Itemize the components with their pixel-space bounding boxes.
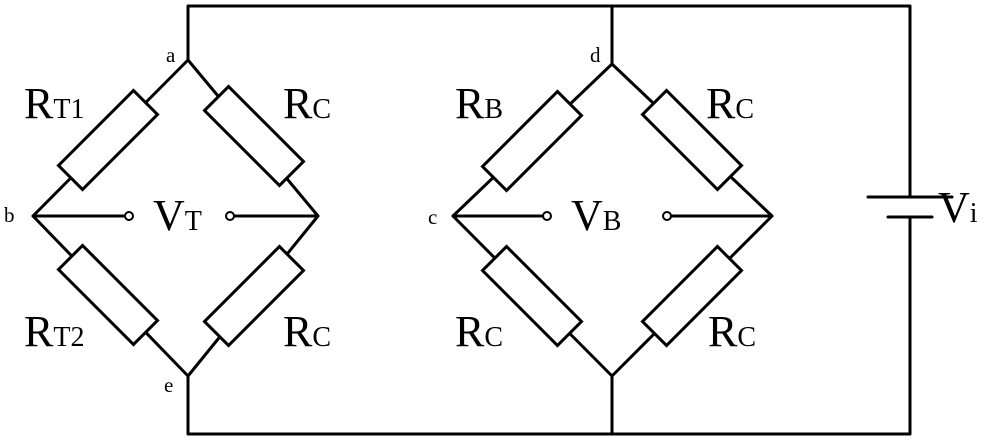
supply-wiring [186, 4, 912, 436]
label-rc-upper-right-2: RC [706, 79, 754, 128]
bottom-supply-wire [186, 215, 912, 436]
resistor-rc-upper-right-2 [640, 88, 744, 192]
node-label-d: d [590, 43, 601, 67]
node-label-a: a [166, 43, 176, 67]
resistor-rc-upper-right-1 [202, 84, 306, 188]
top-supply-wire [186, 4, 912, 199]
resistor-rb [480, 89, 584, 193]
label-rt1: RT1 [24, 79, 84, 128]
resistor-rc-lower-left-2 [480, 244, 584, 348]
label-vt: VT [153, 191, 202, 240]
label-rc-lower-right-1: RC [283, 307, 331, 356]
bridge-2 [451, 62, 774, 378]
label-vb: VB [571, 191, 621, 240]
resistor-rt2 [56, 243, 160, 347]
label-rt2: RT2 [24, 307, 84, 356]
resistor-rt1 [56, 88, 160, 192]
bridge1-terminal-right [225, 211, 235, 221]
resistor-rc-lower-right-2 [640, 244, 744, 348]
resistor-rc-lower-right-1 [202, 244, 306, 348]
bridge1-terminal-left [124, 211, 134, 221]
label-rc-lower-right-2: RC [708, 307, 756, 356]
bridge2-terminal-left [542, 211, 552, 221]
label-rb: RB [455, 79, 503, 128]
bridge2-terminal-right [662, 211, 672, 221]
node-label-c: c [428, 205, 437, 229]
label-rc-lower-left-2: RC [455, 307, 503, 356]
bridge-1 [31, 58, 320, 378]
node-label-e: e [164, 373, 173, 397]
label-rc-upper-right-1: RC [283, 79, 331, 128]
battery-source [866, 195, 954, 219]
label-vi: Vi [938, 183, 978, 232]
node-label-b: b [4, 203, 15, 227]
